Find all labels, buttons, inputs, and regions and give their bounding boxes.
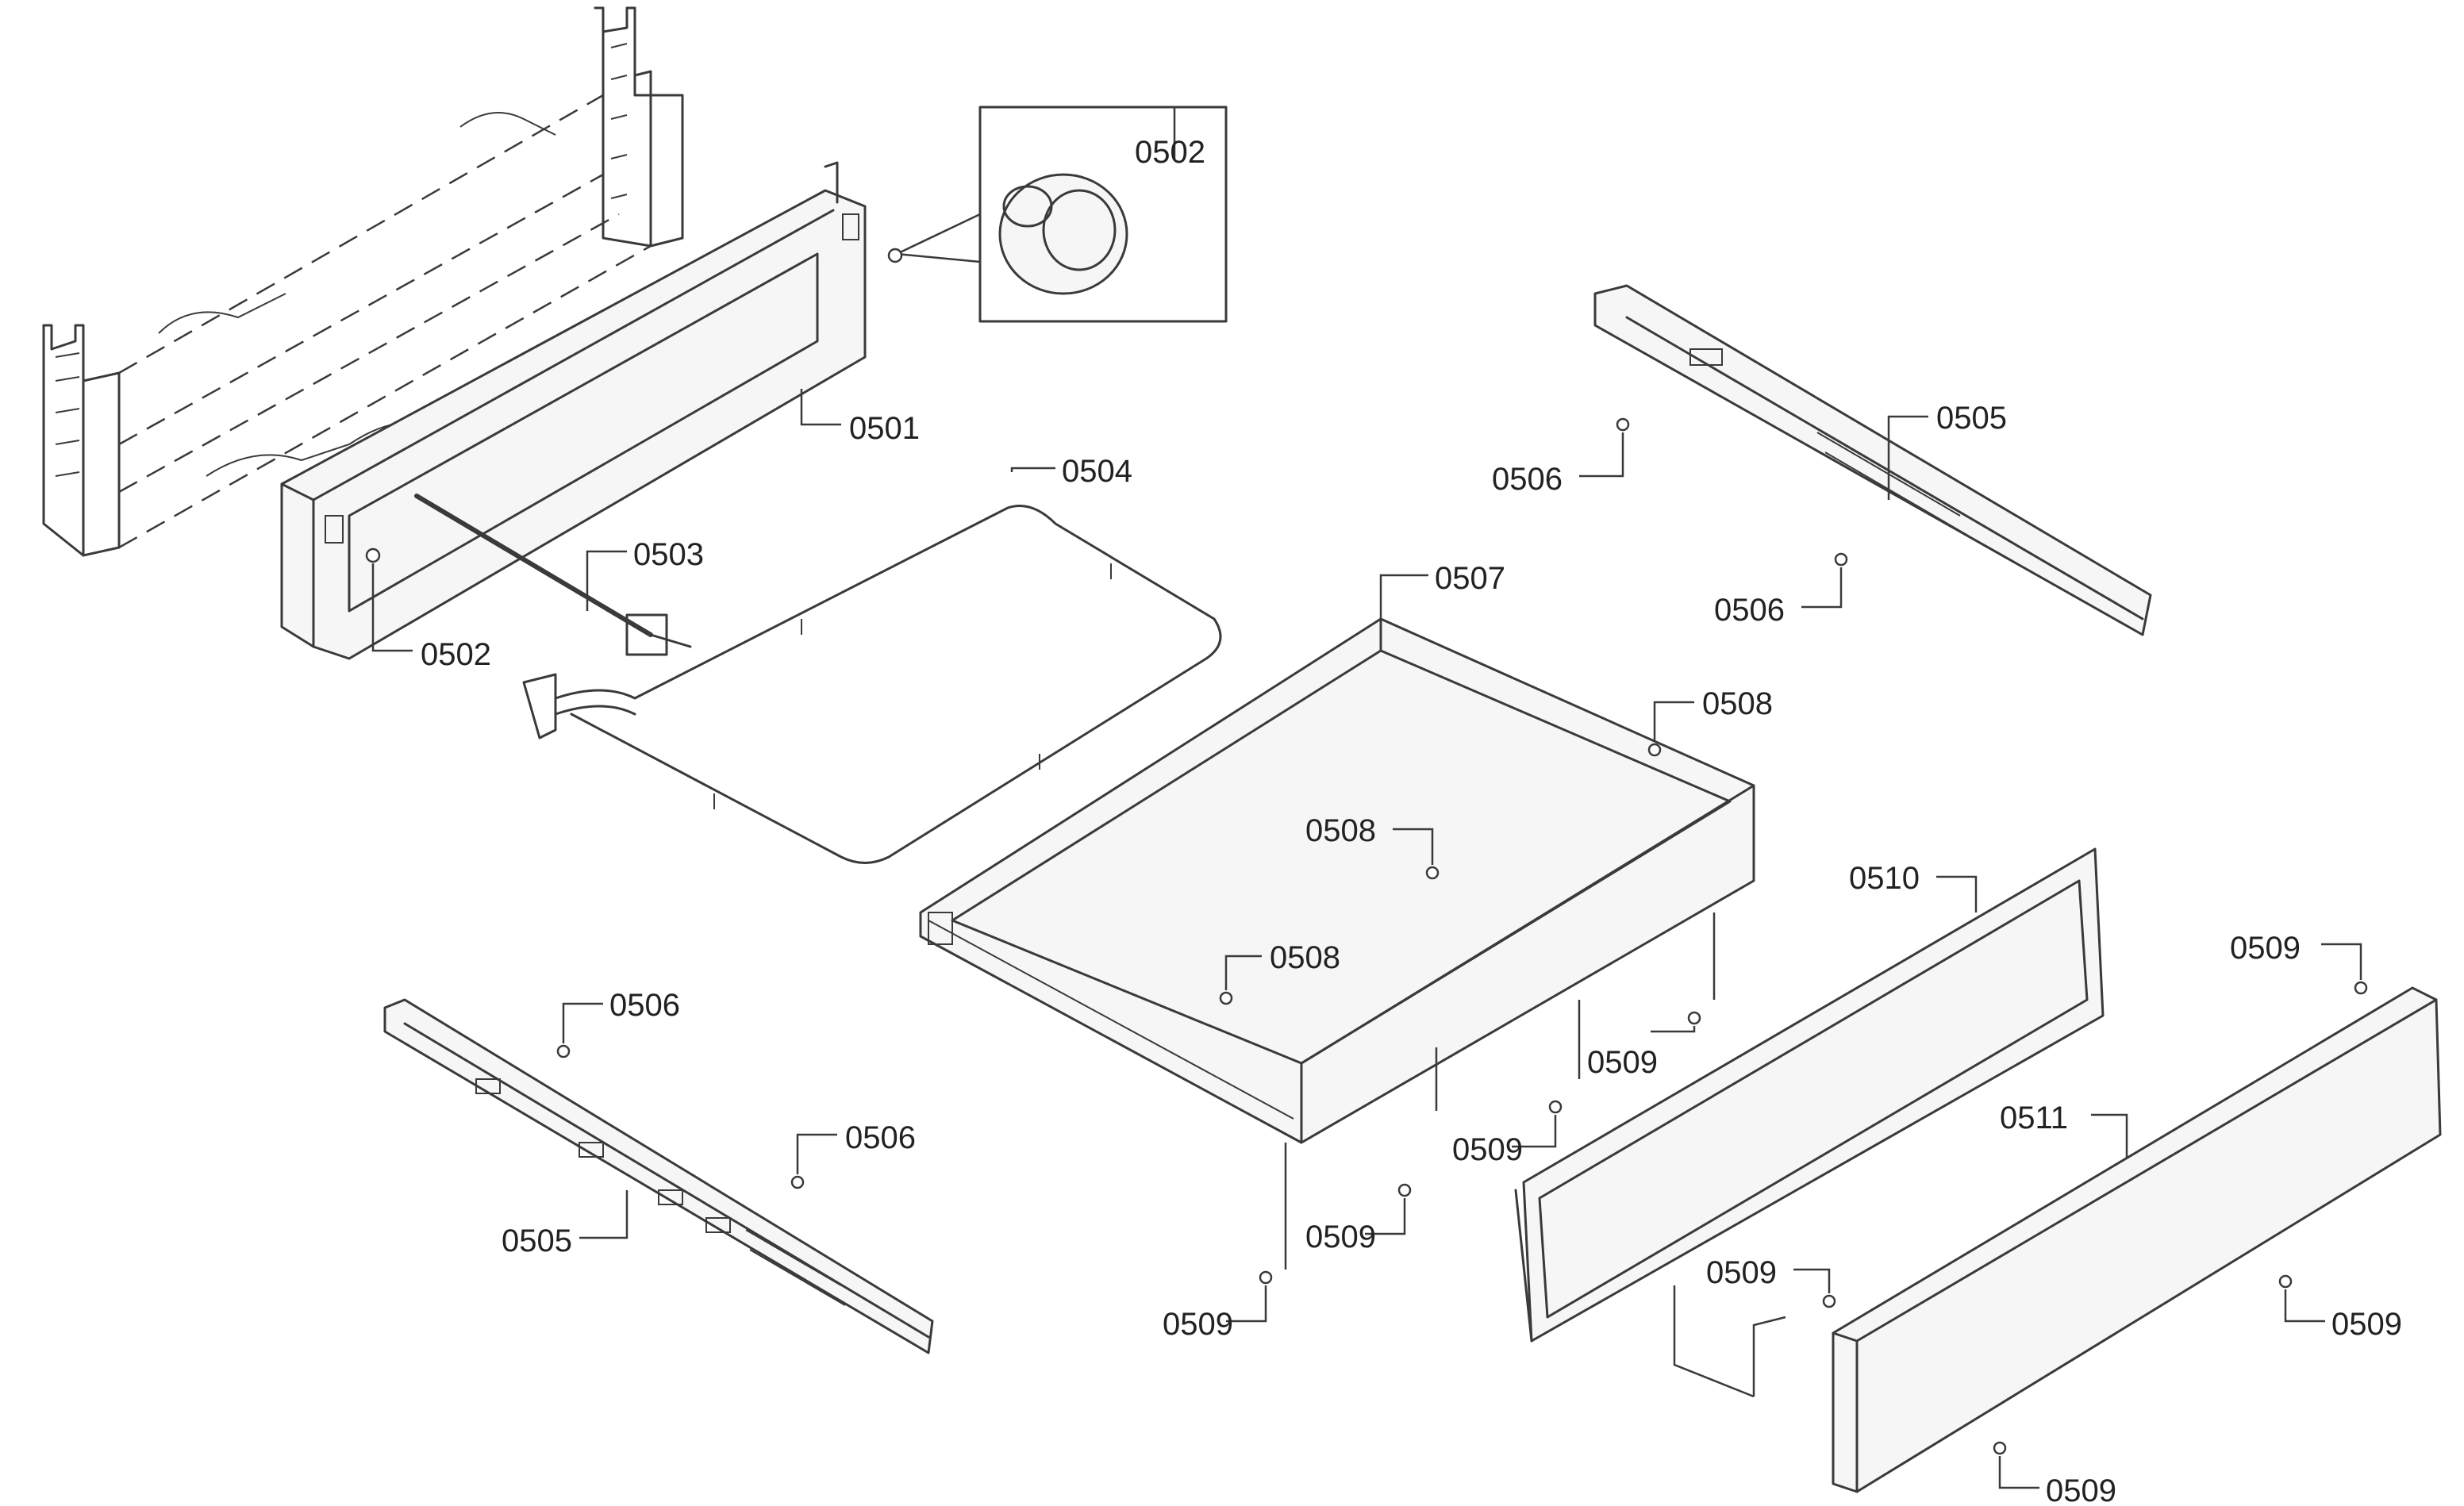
label-0505-upper: 0505 [1936,401,2007,436]
label-0502: 0502 [421,637,491,672]
screw-0508-a [1647,743,1662,757]
screw-0509-d [1259,1270,1273,1285]
screw-0509-f [1822,1294,1836,1308]
label-0508-b: 0508 [1305,813,1376,848]
label-0509-d: 0509 [1163,1307,1233,1342]
label-0505-lower: 0505 [502,1224,572,1258]
label-0506-c: 0506 [609,988,680,1023]
screw-0509-e [2354,981,2368,995]
label-0509-h: 0509 [2046,1473,2116,1506]
front-frame [280,161,867,660]
detail-callout-box [896,106,1228,323]
screw-0509-c [1397,1183,1412,1197]
label-0501: 0501 [849,411,920,446]
temperature-sensor-rod [414,494,692,656]
bumper-small-lower [365,547,381,563]
screw-0509-g [2278,1274,2293,1289]
label-0509-b: 0509 [1452,1132,1523,1167]
inner-front-panel [1514,847,2105,1343]
label-0503: 0503 [633,537,704,572]
screw-0506-c [556,1044,571,1058]
label-0509-a: 0509 [1587,1045,1658,1080]
label-0504: 0504 [1062,454,1132,489]
label-0507: 0507 [1435,561,1505,596]
screw-0509-h [1993,1441,2007,1455]
screw-0506-b [1834,552,1848,567]
label-0506-b: 0506 [1714,593,1785,628]
label-0509-c: 0509 [1305,1220,1376,1254]
screw-0509-b [1548,1100,1563,1114]
slide-rail-lower [383,998,934,1354]
label-0510: 0510 [1849,861,1920,896]
label-0508-a: 0508 [1702,686,1773,721]
bumper-small-upper [887,248,903,263]
screw-0506-a [1616,417,1630,432]
screw-0509-a [1687,1011,1701,1025]
screw-0506-d [790,1175,805,1189]
outer-front-fascia [1832,986,2442,1493]
label-0502-detail: 0502 [1135,135,1205,170]
label-0509-g: 0509 [2331,1307,2402,1342]
label-0511: 0511 [2000,1101,2068,1135]
leader-lines [371,107,2362,1489]
label-0509-f: 0509 [1706,1255,1777,1290]
label-0509-e: 0509 [2230,931,2301,966]
label-0506-a: 0506 [1492,462,1563,497]
slide-rail-upper [1593,284,2152,636]
label-0506-d: 0506 [845,1120,916,1155]
rubber-bumper-knob [998,173,1128,295]
drawer-tray [919,617,1755,1144]
screw-0508-b [1425,866,1440,880]
label-0508-c: 0508 [1270,940,1340,975]
callout-labels: 0502 0501 0502 0503 0504 0507 0505 0506 … [421,135,2402,1506]
heating-element [522,505,1222,864]
screws [556,417,2368,1455]
screw-0508-c [1219,991,1233,1005]
